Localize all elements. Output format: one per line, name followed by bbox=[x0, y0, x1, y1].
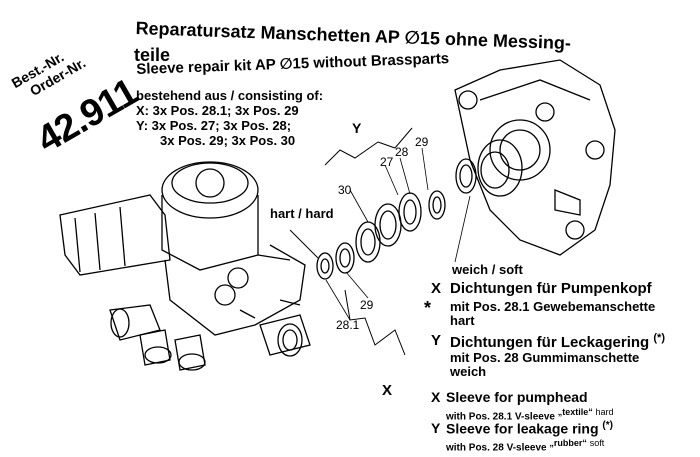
legend-y-de-sub1: mit Pos. 28 Gummimanschette bbox=[450, 350, 640, 365]
group-brackets bbox=[289, 127, 413, 356]
pos-27-label: 27 bbox=[380, 155, 394, 169]
legend-x-de-sub1: mit Pos. 28.1 Gewebemanschette bbox=[450, 299, 656, 314]
pos-28-label: 28 bbox=[395, 145, 409, 159]
star-mark: * bbox=[424, 298, 432, 318]
legend-x-de-sub2: hart bbox=[450, 313, 475, 328]
pos-28-1-label: 28.1 bbox=[336, 318, 360, 332]
title-line-2: teile bbox=[134, 45, 171, 65]
legend-x-en-sub-b: „textile“ bbox=[557, 407, 593, 417]
legend-y-en-sub-c: soft bbox=[589, 438, 605, 448]
pos-29-bottom-label: 29 bbox=[360, 298, 374, 312]
legend-y-en-text: Sleeve for leakage ring bbox=[446, 420, 599, 437]
consisting-heading: bestehend aus / consisting of: bbox=[136, 88, 324, 103]
legend-y-letter-en: Y bbox=[431, 420, 441, 436]
hart-label: hart / hard bbox=[270, 206, 334, 221]
legend-y-en-mark: (*) bbox=[602, 420, 613, 431]
legend-x-en-sub-a: with Pos. 28.1 V-sleeve bbox=[446, 411, 555, 423]
legend-y-en-sub-a: with Pos. 28 V-sleeve bbox=[446, 442, 547, 454]
legend-y-de-mark: (*) bbox=[653, 332, 665, 344]
legend-x-en-sub-c: hard bbox=[595, 407, 614, 417]
legend-y-en-sub-b: „rubber“ bbox=[549, 438, 587, 448]
x-group-label: X bbox=[382, 382, 393, 399]
consisting-y-line-2: 3x Pos. 29; 3x Pos. 30 bbox=[160, 133, 296, 148]
legend-x-en-sub: with Pos. 28.1 V-sleeve „textile“ hard bbox=[446, 407, 614, 422]
legend-y-en: Sleeve for leakage ring (*) bbox=[446, 420, 613, 437]
pump-head-drawing bbox=[454, 59, 616, 256]
legend-y-en-sub: with Pos. 28 V-sleeve „rubber“ soft bbox=[446, 438, 604, 453]
consisting-y-line-1: Y: 3x Pos. 27; 3x Pos. 28; bbox=[136, 118, 292, 133]
legend-y-de-sub2: weich bbox=[450, 364, 487, 379]
legend-y-de-text: Dichtungen für Leckagering bbox=[450, 334, 650, 351]
y-group-label: Y bbox=[352, 120, 362, 136]
pos-30-label: 30 bbox=[338, 183, 352, 197]
pump-body-drawing bbox=[59, 161, 311, 371]
legend-x-en: Sleeve for pumphead bbox=[446, 389, 588, 405]
legend-y-de: Dichtungen für Leckagering (*) bbox=[450, 332, 665, 351]
weich-label: weich / soft bbox=[452, 262, 523, 277]
consisting-x-line: X: 3x Pos. 28.1; 3x Pos. 29 bbox=[136, 103, 299, 118]
legend-x-de: Dichtungen für Pumpenkopf bbox=[450, 280, 652, 297]
pos-29-top-label: 29 bbox=[415, 135, 429, 149]
legend-x-letter-en: X bbox=[431, 389, 441, 405]
legend-y-letter-de: Y bbox=[431, 332, 442, 349]
legend-x-letter-de: X bbox=[431, 280, 442, 297]
seal-rings-drawing bbox=[316, 158, 477, 280]
leader-lines bbox=[325, 147, 471, 321]
